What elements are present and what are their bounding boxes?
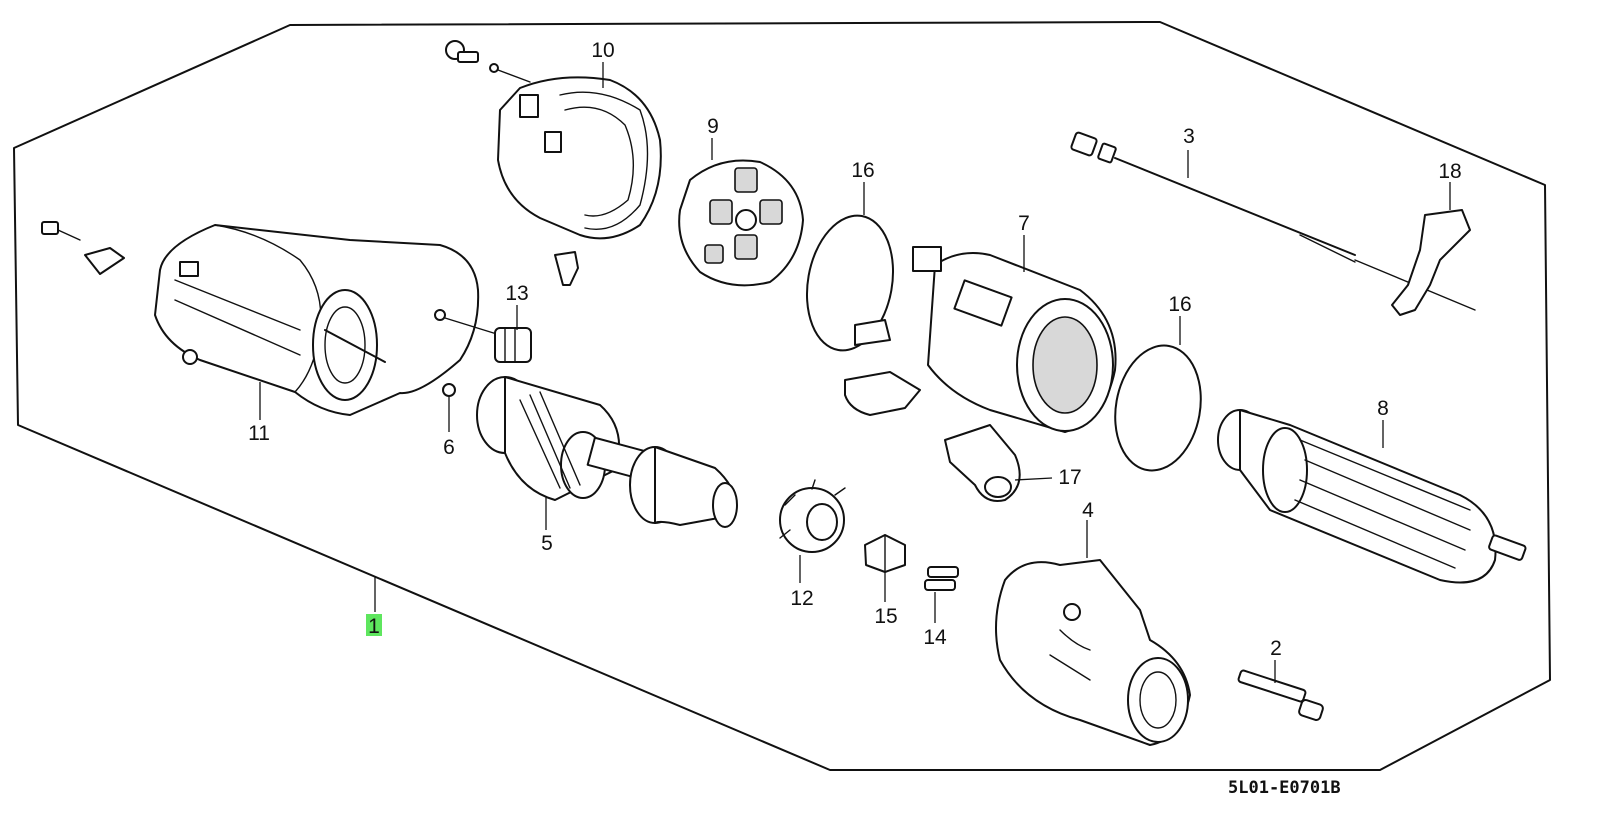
- part-2-bolt: [1237, 669, 1324, 721]
- part-7-housing: [844, 246, 1117, 433]
- part-13-gear: [444, 317, 532, 363]
- callout-4[interactable]: 4: [1082, 499, 1094, 522]
- part-5-clutch: [476, 376, 738, 528]
- callout-16a[interactable]: 16: [851, 159, 874, 182]
- callout-3[interactable]: 3: [1183, 125, 1195, 148]
- part-8-armature: [1217, 409, 1527, 584]
- callout-14[interactable]: 14: [923, 626, 947, 649]
- part-10-cover: [445, 40, 662, 286]
- callout-9[interactable]: 9: [707, 115, 719, 138]
- callout-17[interactable]: 17: [1058, 466, 1081, 489]
- part-11-yoke: [41, 221, 480, 416]
- leader-lines: [259, 62, 1451, 683]
- part-16a-o-ring: [805, 214, 895, 352]
- part-15-retainer: [864, 534, 906, 573]
- callout-11[interactable]: 11: [248, 422, 270, 445]
- callout-8[interactable]: 8: [1377, 397, 1389, 420]
- callout-10[interactable]: 10: [591, 39, 614, 62]
- part-3-through-bolt: [1070, 131, 1476, 311]
- part-18-bracket: [1391, 209, 1471, 316]
- diagram-code: 5L01-E0701B: [1228, 778, 1341, 798]
- callout-18[interactable]: 18: [1438, 160, 1461, 183]
- callout-1-highlight: [366, 614, 382, 636]
- callout-15[interactable]: 15: [874, 605, 897, 628]
- part-6-ball: [442, 383, 456, 397]
- callout-12[interactable]: 12: [790, 587, 813, 610]
- part-16b-o-ring: [1114, 344, 1202, 472]
- part-4-drive-housing: [995, 559, 1191, 746]
- callout-2[interactable]: 2: [1270, 637, 1282, 660]
- part-14-clip: [924, 566, 959, 591]
- callout-1[interactable]: 1: [368, 615, 380, 638]
- callout-6[interactable]: 6: [443, 436, 455, 459]
- assembly-boundary: [13, 21, 1551, 771]
- callout-7[interactable]: 7: [1018, 212, 1030, 235]
- part-9-brush-holder: [678, 159, 804, 287]
- callout-13[interactable]: 13: [505, 282, 528, 305]
- callout-5[interactable]: 5: [541, 532, 553, 555]
- callout-16b[interactable]: 16: [1168, 293, 1191, 316]
- part-17-lever: [944, 424, 1021, 502]
- part-12-pinion: [779, 479, 846, 553]
